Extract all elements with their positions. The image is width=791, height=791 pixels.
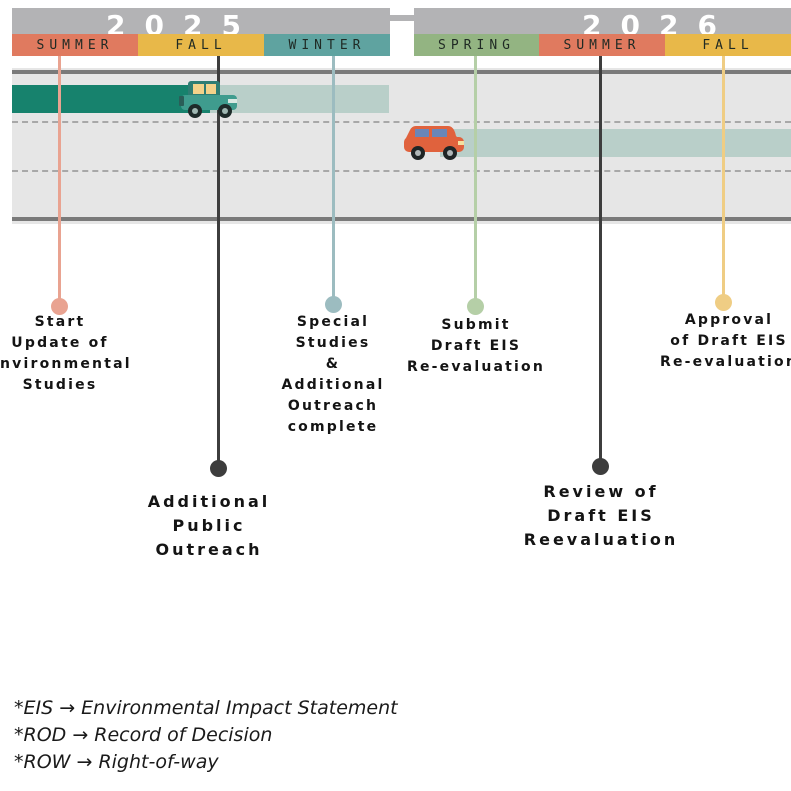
- season-label: SPRING: [438, 37, 515, 53]
- milestone-line-approval-draft-eis: [722, 56, 725, 302]
- label-line: Submit: [441, 317, 511, 333]
- year-bar-2026: 2026: [414, 8, 791, 41]
- label-line: Environmental: [0, 356, 132, 372]
- year-bar-2025: 2025: [12, 8, 390, 41]
- label-line: Outreach: [287, 398, 379, 414]
- season-spring-2026: SPRING: [414, 34, 539, 56]
- footnote-row: *ROW → Right-of-way: [14, 751, 219, 773]
- milestone-label-submit-draft-eis: Submit Draft EIS Re-evaluation: [376, 315, 576, 378]
- label-line: Review of: [543, 482, 659, 501]
- label-line: Additional: [281, 377, 385, 393]
- label-line: Additional: [147, 492, 271, 511]
- footnote-eis: *EIS → Environmental Impact Statement: [14, 697, 398, 719]
- milestone-dot-review-draft-eis: [592, 458, 609, 475]
- milestone-label-start-update: Start Update of Environmental Studies: [0, 312, 160, 396]
- milestone-dot-start-update: [51, 298, 68, 315]
- milestone-line-start-update: [58, 56, 61, 302]
- footnotes: *EIS → Environmental Impact Statement *R…: [14, 695, 398, 776]
- jeep-icon: [179, 81, 237, 118]
- season-label: SUMMER: [563, 37, 641, 53]
- milestone-line-review-draft-eis: [599, 56, 602, 466]
- label-line: Draft EIS: [430, 338, 522, 354]
- label-line: Public: [172, 516, 246, 535]
- progress-lane-2-planned: [440, 129, 791, 157]
- footnote-rod: *ROD → Record of Decision: [14, 724, 273, 746]
- season-label: FALL: [175, 37, 227, 53]
- milestone-label-special-studies: Special Studies & Additional Outreach co…: [233, 312, 433, 438]
- season-winter-2025: WINTER: [264, 34, 390, 56]
- season-label: FALL: [702, 37, 754, 53]
- road-top-edge: [12, 70, 791, 74]
- milestone-line-special-studies: [332, 56, 335, 304]
- milestone-label-approval-draft-eis: Approval of Draft EIS Re-evaluation: [629, 310, 791, 373]
- season-summer-2025: SUMMER: [12, 34, 138, 56]
- label-line: Start: [34, 314, 86, 330]
- label-line: of Draft EIS: [670, 333, 788, 349]
- label-line: &: [325, 356, 341, 372]
- label-line: Studies: [295, 335, 371, 351]
- milestone-dot-approval-draft-eis: [715, 294, 732, 311]
- label-line: Approval: [684, 312, 774, 328]
- season-fall-2025: FALL: [138, 34, 264, 56]
- label-line: Update of: [11, 335, 109, 351]
- label-line: Reevaluation: [523, 530, 679, 549]
- label-line: Re-evaluation: [406, 359, 546, 375]
- label-line: Special: [296, 314, 370, 330]
- label-line: Draft EIS: [547, 506, 655, 525]
- year-connector: [390, 15, 414, 21]
- milestone-dot-submit-draft-eis: [467, 298, 484, 315]
- milestone-line-submit-draft-eis: [474, 56, 477, 306]
- label-line: Outreach: [155, 540, 263, 559]
- milestone-label-review-draft-eis: Review of Draft EIS Reevaluation: [501, 480, 701, 552]
- season-label: WINTER: [288, 37, 366, 53]
- season-summer-2026: SUMMER: [539, 34, 665, 56]
- label-line: Studies: [22, 377, 98, 393]
- season-fall-2026: FALL: [665, 34, 791, 56]
- car-icon: [404, 126, 464, 160]
- road-bottom-edge: [12, 217, 791, 221]
- milestone-dot-additional-public-outreach: [210, 460, 227, 477]
- milestone-dot-special-studies: [325, 296, 342, 313]
- lane-divider: [12, 121, 791, 123]
- label-line: Re-evaluation: [659, 354, 791, 370]
- lane-divider: [12, 170, 791, 172]
- progress-lane-1-complete: [12, 85, 210, 113]
- milestone-line-additional-public-outreach: [217, 56, 220, 468]
- milestone-label-additional-public-outreach: Additional Public Outreach: [109, 490, 309, 562]
- season-label: SUMMER: [36, 37, 114, 53]
- label-line: complete: [287, 419, 379, 435]
